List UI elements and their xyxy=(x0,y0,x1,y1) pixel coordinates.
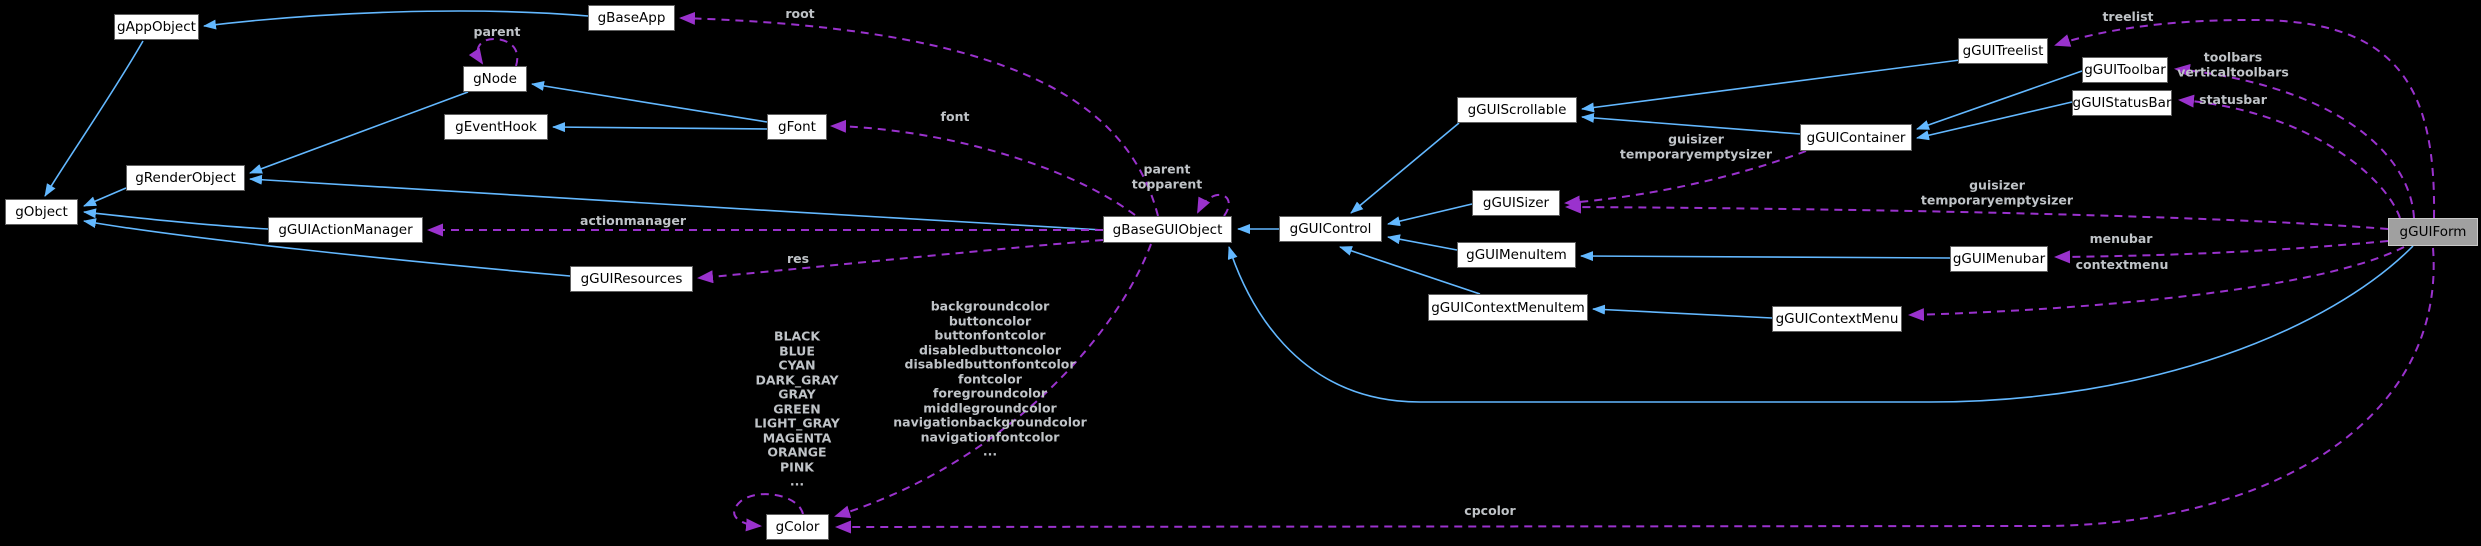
edge-label-form-guisizer: guisizer temporaryemptysizer xyxy=(1920,177,2074,207)
node-gguimenubar[interactable]: gGUIMenubar xyxy=(1950,246,2048,272)
node-gguitreelist[interactable]: gGUITreelist xyxy=(1958,38,2048,64)
e-gguisizer-gguicontrol xyxy=(1387,203,1473,227)
e-gappobject-gobject xyxy=(44,40,144,197)
e-gguiresources-gobject xyxy=(83,218,571,277)
node-gbaseguiobject[interactable]: gBaseGUIObject xyxy=(1103,216,1232,243)
node-gguicontrol[interactable]: gGUIControl xyxy=(1279,216,1382,242)
u-gguiform-treelist xyxy=(2054,18,2436,219)
node-gguiresources[interactable]: gGUIResources xyxy=(570,266,693,292)
e-gguicontainer-gguiscrollable xyxy=(1581,112,1801,135)
u-gbaseguiobject-res xyxy=(697,239,1104,284)
u-gbaseguiobject-font xyxy=(830,119,1136,216)
e-gfont-geventhook xyxy=(552,122,768,133)
e-gguiactionmanager-gobject xyxy=(83,208,269,230)
u-gbaseguiobject-colors xyxy=(834,243,1152,519)
node-gappobject[interactable]: gAppObject xyxy=(114,14,199,40)
u-gguiform-menubar xyxy=(2054,240,2389,264)
e-gbaseguiobject-grenderobject xyxy=(249,174,1104,231)
edge-label-res: res xyxy=(786,250,810,266)
e-gguiscrollable-gguicontrol xyxy=(1350,122,1460,214)
edge-label-menubar: menubar xyxy=(2089,230,2153,246)
node-gguimenuitem[interactable]: gGUIMenuItem xyxy=(1457,242,1576,268)
edge-label-toolbars: toolbars verticaltoolbars xyxy=(2177,49,2289,79)
edge-label-cpcolor: cpcolor xyxy=(1464,502,1516,518)
node-geventhook[interactable]: gEventHook xyxy=(444,114,548,140)
node-gguitoolbar[interactable]: gGUIToolbar xyxy=(2082,57,2168,83)
edge-label-parent-topparent: parent topparent xyxy=(1131,161,1203,191)
node-gfont[interactable]: gFont xyxy=(767,114,827,140)
u-gcolor-constants-loop xyxy=(733,493,804,532)
e-gguicontextmenuitem-gguicontrol xyxy=(1339,246,1481,295)
node-gobject[interactable]: gObject xyxy=(5,199,78,225)
e-gguitreelist-gguiscrollable xyxy=(1581,59,1961,113)
u-gguiform-toolbars xyxy=(2174,63,2415,219)
node-grenderobject[interactable]: gRenderObject xyxy=(126,165,245,191)
edge-label-statusbar: statusbar xyxy=(2199,91,2267,107)
edge-label-root: root xyxy=(785,5,815,21)
e-gguicontextmenu-gguicontextmenuitem xyxy=(1592,304,1773,319)
edge-label-treelist: treelist xyxy=(2102,8,2154,24)
node-gguistatusbar[interactable]: gGUIStatusBar xyxy=(2072,90,2172,116)
u-gnode-parent-loop xyxy=(468,37,519,67)
edge-label-font: font xyxy=(940,108,970,124)
u-gguicontainer-guisizer xyxy=(1564,150,1807,209)
e-gguimenuitem-gguicontrol xyxy=(1387,234,1458,251)
u-gguiform-contextmenu xyxy=(1908,246,2405,322)
node-gguiscrollable[interactable]: gGUIScrollable xyxy=(1457,97,1577,123)
node-gcolor[interactable]: gColor xyxy=(766,514,829,540)
e-gguimenubar-gguimenuitem xyxy=(1580,251,1951,262)
node-gguicontainer[interactable]: gGUIContainer xyxy=(1800,124,1912,151)
e-grenderobject-gobject xyxy=(83,187,127,207)
e-gguitoolbar-gguicontainer xyxy=(1916,70,2083,130)
u-gbaseguiobject-root xyxy=(679,11,1159,217)
node-gguiform-current: gGUIForm xyxy=(2388,218,2478,246)
e-gguiform-gbaseguiobject xyxy=(1227,245,2414,403)
node-gguicontextmenu[interactable]: gGUIContextMenu xyxy=(1772,306,1902,332)
node-gbaseapp[interactable]: gBaseApp xyxy=(588,5,675,31)
node-gguicontextmenuitem[interactable]: gGUIContextMenuItem xyxy=(1428,294,1588,321)
edge-label-container-guisizer: guisizer temporaryemptysizer xyxy=(1619,131,1773,161)
edge-label-contextmenu: contextmenu xyxy=(2075,256,2169,272)
edge-label-actionmanager: actionmanager xyxy=(580,212,686,228)
e-gnode-grenderobject xyxy=(249,91,469,174)
edge-label-parent: parent xyxy=(473,23,521,39)
node-gguisizer[interactable]: gGUISizer xyxy=(1472,190,1560,216)
edge-label-color-constants: BLACK BLUE CYAN DARK_GRAY GRAY GREEN LIG… xyxy=(754,328,840,489)
e-gfont-gnode xyxy=(531,80,768,123)
edge-label-gui-colors: backgroundcolor buttoncolor buttonfontco… xyxy=(893,298,1087,459)
u-gguiform-statusbar xyxy=(2178,94,2401,219)
node-gguiactionmanager[interactable]: gGUIActionManager xyxy=(268,217,423,243)
e-gbaseapp-gappobject xyxy=(203,10,589,30)
node-gnode[interactable]: gNode xyxy=(463,66,527,92)
e-gguistatusbar-gguicontainer xyxy=(1916,101,2073,141)
u-gguiform-guisizer xyxy=(1565,200,2389,230)
u-gguiform-cpcolor xyxy=(835,247,2435,534)
u-gbaseguiobject-parent-loop xyxy=(1197,193,1230,217)
